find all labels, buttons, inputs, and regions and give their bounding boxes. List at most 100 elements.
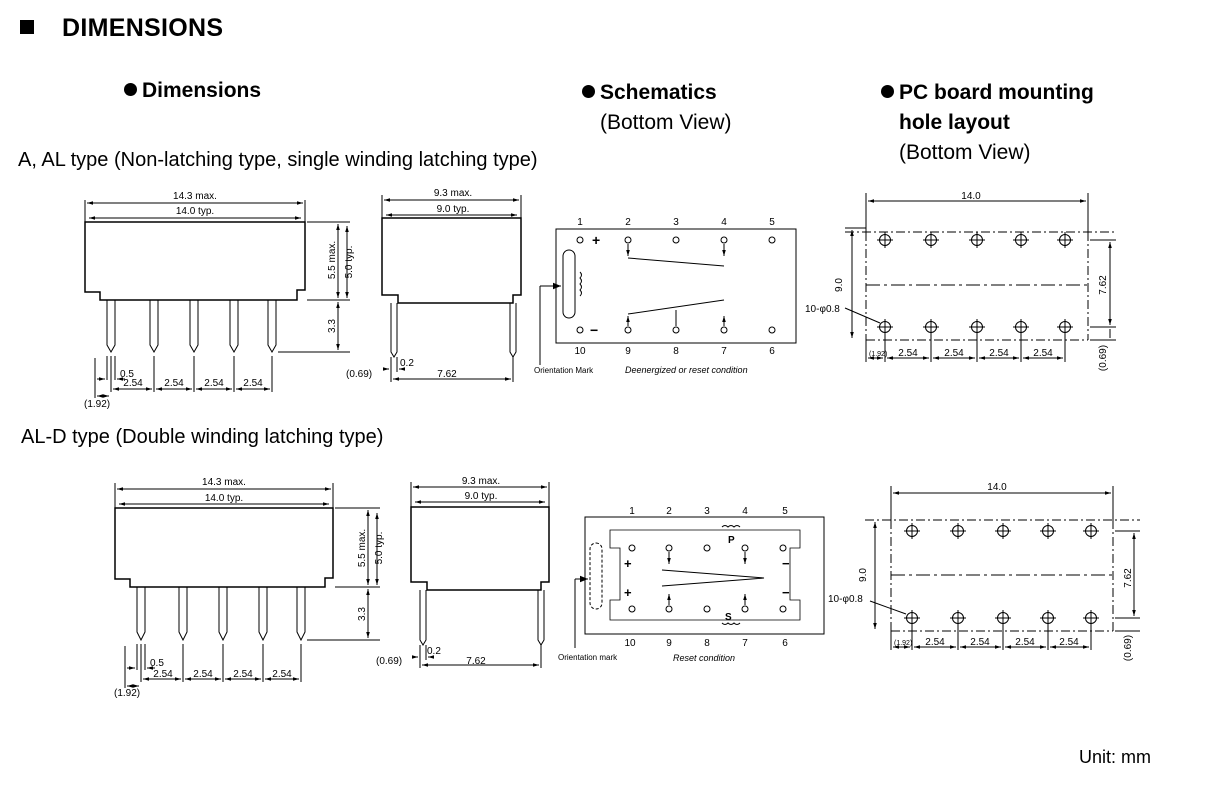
pin-number: 1 [577,217,583,228]
side-view-a [381,195,522,382]
side-view-a-labels: 9.3 max. 9.0 typ. 0.2 (0.69) 7.62 [346,188,472,380]
pcb-height-label: 9.0 [834,278,845,292]
offset-label: (1.92) [84,399,110,410]
pcb-view-label: (Bottom View) [899,141,1031,164]
pin-number: 5 [782,506,788,517]
schematic-a [539,228,797,365]
unit-label: Unit: mm [1079,747,1151,767]
pcb-row-spacing-label: 7.62 [1098,275,1109,295]
pin-number: 5 [769,217,775,228]
side-view-d-labels: 9.3 max. 9.0 typ. 0.2 (0.69) 7.62 [376,476,500,667]
typical-length-label: 14.0 typ. [176,206,214,217]
front-view-a [84,200,350,398]
pcb-heading-line2: hole layout [899,111,1010,134]
schematic-caption: Deenergized or reset condition [625,365,748,375]
overall-length-label: 14.3 max. [202,477,246,488]
orientation-mark-label: Orientation Mark [534,366,594,375]
pin-number: 6 [769,346,775,357]
pin-number: 6 [782,638,788,649]
square-bullet-icon [20,20,34,34]
side-overall-label: 9.3 max. [434,188,472,199]
pcb-layout-d-labels: 14.0 9.0 7.62 10-φ0.8 (1.92) 2.54 2.54 2… [828,482,1134,661]
pitch-label: 2.54 [272,669,292,680]
pcb-layout-a [844,193,1116,362]
pcb-offset-left-label: (1.92) [869,351,887,358]
schematic-d [574,516,825,648]
pin-width-label: 0.5 [120,369,134,380]
row-spacing-label: 7.62 [466,656,486,667]
pcb-layout-a-labels: 14.0 9.0 7.62 10-φ0.8 (1.92) 2.54 2.54 2… [805,191,1109,371]
side-typical-label: 9.0 typ. [437,204,470,215]
polarity-plus: + [624,585,632,600]
pin-number: 9 [666,638,672,649]
row-spacing-label: 7.62 [437,369,457,380]
pcb-row-spacing-label: 7.62 [1123,568,1134,588]
pcb-heading: PC board mounting [881,81,1094,105]
pin-length-label: 3.3 [357,607,368,621]
section-title: DIMENSIONS [20,14,223,43]
side-offset-label: (0.69) [376,656,402,667]
pcb-pitch-label: 2.54 [898,348,918,359]
hole-spec-label: 10-φ0.8 [828,594,863,605]
polarity-plus: + [624,556,632,571]
side-overall-label: 9.3 max. [462,476,500,487]
overall-length-label: 14.3 max. [173,191,217,202]
pcb-pitch-label: 2.54 [989,348,1009,359]
pcb-height-label: 9.0 [858,568,869,582]
pin-number: 10 [574,346,586,357]
orientation-mark-label: Orientation mark [558,653,618,662]
type-a-al-label: A, AL type (Non-latching type, single wi… [18,149,538,171]
polarity-minus: − [590,322,598,338]
pin-thickness-label: 0.2 [400,358,414,369]
pitch-label: 2.54 [123,378,143,389]
pcb-offset-left-label: (1.92) [894,640,912,647]
front-view-d-labels: 14.3 max. 14.0 typ. 5.5 max. 5.0 typ. 3.… [114,477,385,699]
pitch-label: 2.54 [233,669,253,680]
schematic-a-labels: 1 2 3 4 5 10 9 8 7 6 + − Orientation Mar… [534,217,775,375]
hole-spec-label: 10-φ0.8 [805,304,840,315]
side-offset-label: (0.69) [346,369,372,380]
bullet-icon [881,85,894,98]
pin-number: 1 [629,506,635,517]
bullet-icon [582,85,595,98]
pitch-label: 2.54 [164,378,184,389]
pin-number: 2 [666,506,672,517]
height-max-label: 5.5 max. [357,529,368,567]
pin-thickness-label: 0.2 [427,646,441,657]
polarity-minus: − [782,585,790,600]
side-typical-label: 9.0 typ. [465,491,498,502]
pin-number: 9 [625,346,631,357]
schematic-d-labels: 1 2 3 4 5 10 9 8 7 6 P S + + − − Orienta… [558,506,790,663]
pin-number: 4 [721,217,727,228]
front-view-d [114,483,380,688]
pcb-pitch-label: 2.54 [944,348,964,359]
pcb-width-label: 14.0 [961,191,981,202]
pin-number: 8 [704,638,710,649]
pcb-layout-d [865,486,1140,650]
schematics-heading: Schematics [582,81,717,105]
offset-label: (1.92) [114,688,140,699]
polarity-plus: + [592,232,600,248]
schematics-view-label: (Bottom View) [600,111,732,134]
pitch-label: 2.54 [243,378,263,389]
pcb-pitch-label: 2.54 [970,637,990,648]
pcb-pitch-label: 2.54 [925,637,945,648]
height-typ-label: 5.0 typ. [344,246,355,279]
coil-s-label: S [725,612,732,623]
bullet-icon [124,83,137,96]
dimensions-heading: Dimensions [124,79,261,103]
pcb-offset-bottom-label: (0.69) [1123,635,1134,661]
pin-number: 2 [625,217,631,228]
height-typ-label: 5.0 typ. [374,532,385,565]
pitch-label: 2.54 [204,378,224,389]
pcb-offset-bottom-label: (0.69) [1098,345,1109,371]
pin-number: 3 [704,506,710,517]
pitch-label: 2.54 [193,669,213,680]
pin-number: 7 [742,638,748,649]
pcb-pitch-label: 2.54 [1015,637,1035,648]
pin-width-label: 0.5 [150,658,164,669]
coil-p-label: P [728,535,735,546]
schematic-caption: Reset condition [673,653,735,663]
pcb-width-label: 14.0 [987,482,1007,493]
